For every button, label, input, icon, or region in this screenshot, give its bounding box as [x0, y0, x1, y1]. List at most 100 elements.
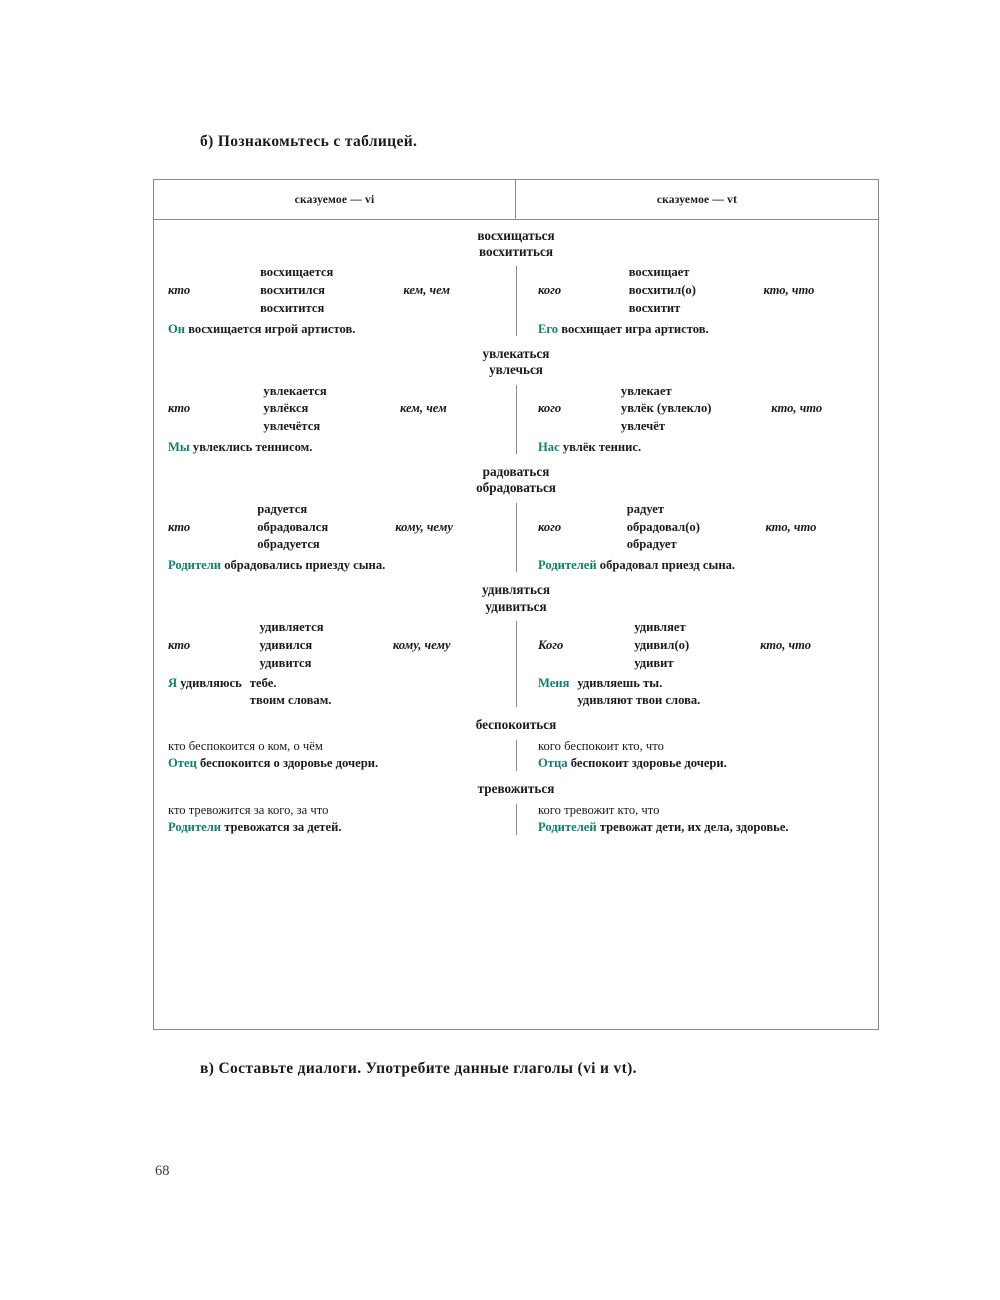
verb-form: увлекается: [263, 383, 327, 398]
pattern-column-vt: кого увлекает увлёк (увлекло) увлечёт кт…: [516, 383, 878, 457]
infinitive-imperfective: тревожиться: [477, 781, 555, 797]
pattern-column-vi: кто радуется обрадовался обрадуется кому…: [154, 501, 516, 575]
verb-form: радуется: [257, 501, 308, 516]
pattern-column-vi: кто увлекается увлёкся увлечётся кем, че…: [154, 383, 516, 457]
example-subject: Родители: [168, 820, 222, 835]
verb-forms: удивляет удивил(о) удивит: [634, 619, 746, 673]
example-subject: Отец: [168, 756, 197, 771]
example-subject: Родителей: [538, 820, 597, 835]
pattern-column-vi: кто удивляется удивился удивится кому, ч…: [154, 619, 516, 710]
verb-block-udivlyatsya: удивляться удивиться кто удивляется удив…: [154, 574, 878, 709]
pattern-row: кто восхищается восхитился восхитится ке…: [154, 264, 878, 338]
column-divider: [516, 739, 517, 772]
government-pattern: Кого удивляет удивил(о) удивит кто, что: [538, 619, 868, 673]
infinitive-perfective: обрадоваться: [476, 480, 556, 496]
example-object-variants: тебе. твоим словам.: [250, 675, 332, 709]
verb-forms: восхищает восхитил(о) восхитит: [629, 264, 750, 318]
example-object: твоим словам.: [249, 693, 332, 708]
example-subject: Я: [168, 676, 178, 691]
government-pattern: кого тревожит кто, что: [538, 802, 660, 817]
government-pattern: кто беспокоится о ком, о чём: [168, 738, 323, 753]
verb-forms: удивляется удивился удивится: [260, 619, 379, 673]
case-question-object: кому, чему: [392, 637, 451, 652]
example-rest: тревожатся за детей.: [224, 820, 342, 835]
verb-form: обрадовался: [257, 519, 329, 534]
example-subject: Меня: [538, 676, 570, 691]
case-question-subject: кто: [168, 283, 191, 298]
verb-form: радует: [626, 501, 665, 516]
example-object: тебе.: [249, 676, 277, 691]
case-question-object: кто, что: [760, 637, 812, 652]
example-rest: беспокоится о здоровье дочери.: [199, 756, 379, 771]
example-sentence: Он восхищается игрой артистов.: [168, 321, 506, 338]
verb-form: восхитит: [628, 301, 681, 316]
infinitive-imperfective: увлекаться: [482, 346, 550, 362]
example-rest: обрадовались приезду сына.: [224, 558, 386, 573]
government-pattern: кого увлекает увлёк (увлекло) увлечёт кт…: [538, 383, 868, 437]
example-rest: тревожат дети, их дела, здоровье.: [599, 820, 789, 835]
verb-form: удивился: [259, 637, 313, 652]
verb-form: обрадует: [626, 537, 677, 552]
pattern-column-vi: кто восхищается восхитился восхитится ке…: [154, 264, 516, 338]
case-question-subject: кто: [168, 637, 191, 652]
verb-forms: увлекается увлёкся увлечётся: [263, 383, 386, 437]
example-sentence: Отца беспокоит здоровье дочери.: [538, 755, 868, 773]
verb-block-bespokoitsya: беспокоиться кто беспокоится о ком, о чё…: [154, 709, 878, 773]
case-question-object: кто, что: [771, 401, 823, 416]
government-pattern: кто восхищается восхитился восхитится ке…: [168, 264, 506, 318]
verb-form: увлёкся: [263, 401, 309, 416]
example-object: удивляют твои слова.: [577, 693, 701, 708]
case-question-subject: Кого: [538, 637, 564, 652]
example-subject: Отца: [538, 756, 568, 771]
example-sentence: Родителей тревожат дети, их дела, здоров…: [538, 819, 868, 837]
example-sentence: Я удивляюсь тебе. твоим словам.: [168, 675, 506, 709]
case-question-subject: кого: [538, 401, 562, 416]
table-header-row: сказуемое — vi сказуемое — vt: [154, 180, 878, 220]
example-rest: восхищается игрой артистов.: [188, 322, 356, 337]
example-sentence: Его восхищает игра артистов.: [538, 321, 868, 338]
government-pattern: кого восхищает восхитил(о) восхитит кто,…: [538, 264, 868, 318]
pattern-column-vt: кого беспокоит кто, что Отца беспокоит з…: [516, 738, 878, 774]
government-pattern: кто увлекается увлёкся увлечётся кем, че…: [168, 383, 506, 437]
example-subject: Родители: [168, 558, 222, 573]
verb-form: обрадовал(о): [626, 519, 700, 534]
pattern-row: кто радуется обрадовался обрадуется кому…: [154, 501, 878, 575]
example-object: удивляешь ты.: [577, 676, 663, 691]
case-question-object: кому, чему: [395, 519, 453, 534]
example-subject: Его: [538, 322, 559, 337]
case-question-subject: кто: [168, 401, 191, 416]
example-sentence: Родителей обрадовал приезд сына.: [538, 557, 868, 574]
column-divider: [516, 502, 517, 573]
infinitive-pair: удивляться удивиться: [154, 574, 878, 614]
pattern-column-vt: кого радует обрадовал(о) обрадует кто, ч…: [516, 501, 878, 575]
case-question-object: кем, чем: [403, 283, 451, 298]
example-sentence: Нас увлёк теннис.: [538, 439, 868, 456]
example-object-variants: удивляешь ты. удивляют твои слова.: [577, 675, 700, 709]
case-question-object: кто, что: [765, 519, 817, 534]
verb-government-table: сказуемое — vi сказуемое — vt восхищатьс…: [153, 179, 879, 1030]
verb-forms: восхищается восхитился восхитится: [260, 264, 389, 318]
verb-form: восхитил(о): [628, 283, 696, 298]
infinitive-imperfective: беспокоиться: [475, 717, 557, 733]
column-divider: [516, 384, 517, 455]
verb-forms: радуется обрадовался обрадуется: [257, 501, 381, 555]
example-subject: Родителей: [538, 558, 597, 573]
pattern-column-vi: кто беспокоится о ком, о чём Отец беспок…: [154, 738, 516, 774]
verb-block-trevozhitsya: тревожиться кто тревожится за кого, за ч…: [154, 773, 878, 837]
verb-form: восхитится: [260, 301, 325, 316]
government-pattern: кто радуется обрадовался обрадуется кому…: [168, 501, 506, 555]
example-subject: Он: [168, 322, 186, 337]
pattern-column-vi: кто тревожится за кого, за что Родители …: [154, 802, 516, 838]
verb-block-radovatsya: радоваться обрадоваться кто радуется обр…: [154, 456, 878, 574]
example-sentence: Мы увлеклись теннисом.: [168, 439, 506, 456]
verb-form: восхищает: [628, 265, 690, 280]
case-question-subject: кого: [538, 519, 562, 534]
example-sentence: Меня удивляешь ты. удивляют твои слова.: [538, 675, 868, 709]
infinitive-pair: увлекаться увлечься: [154, 338, 878, 378]
example-rest: восхищает игра артистов.: [561, 322, 709, 337]
pattern-column-vt: кого восхищает восхитил(о) восхитит кто,…: [516, 264, 878, 338]
verb-form: обрадуется: [257, 537, 320, 552]
verb-form: удивил(о): [634, 637, 690, 652]
pattern-row: кто удивляется удивился удивится кому, ч…: [154, 619, 878, 710]
example-subject: Нас: [538, 440, 560, 455]
